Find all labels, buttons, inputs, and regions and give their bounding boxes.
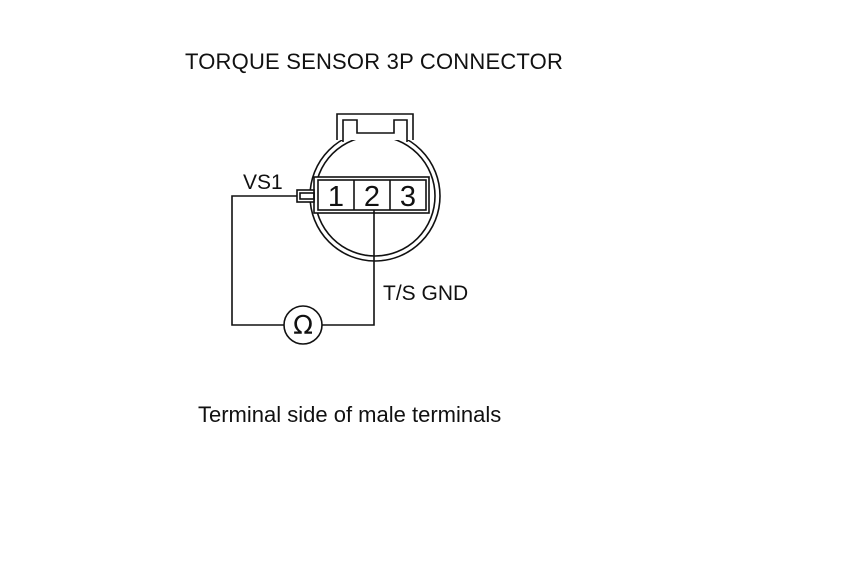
pin-1-label: 1 [328, 181, 344, 213]
ohm-symbol: Ω [293, 311, 313, 341]
connector-lock-tab [336, 113, 414, 140]
terminal-side-caption: Terminal side of male terminals [198, 402, 502, 427]
pin-3-label: 3 [400, 181, 416, 213]
diagram-title: TORQUE SENSOR 3P CONNECTOR [185, 49, 564, 74]
wire-vs1 [231, 195, 297, 326]
vs1-label: VS1 [243, 171, 283, 194]
tsgnd-label: T/S GND [383, 282, 469, 305]
connector-lock-tab-inner [342, 119, 408, 142]
wire-tsgnd [322, 210, 375, 326]
pin-2-label: 2 [364, 181, 380, 213]
probe-tip-vs1-inner [299, 192, 315, 200]
ohmmeter-icon [283, 305, 323, 345]
pin-housing-inner [317, 179, 427, 211]
